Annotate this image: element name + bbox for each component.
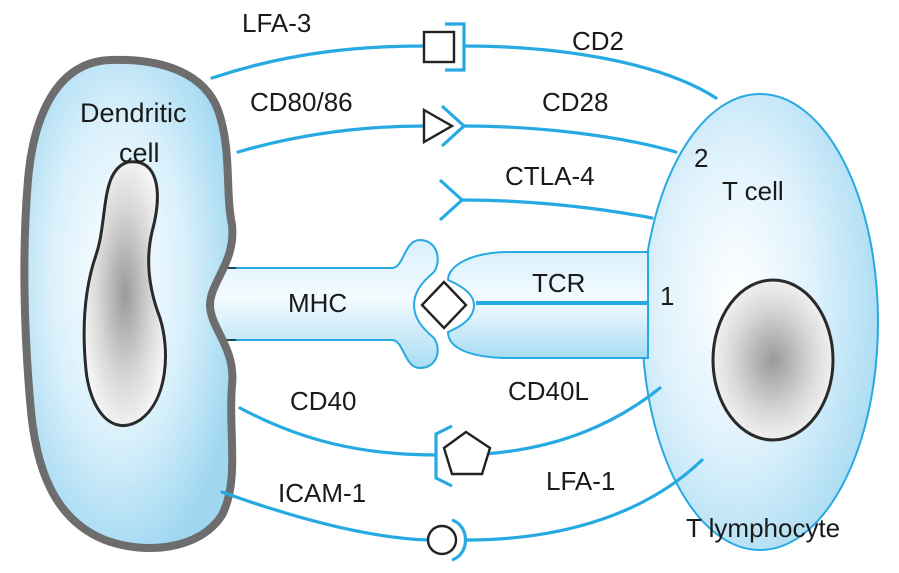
icam1-connector <box>220 490 430 542</box>
antigen-diamond <box>420 280 468 330</box>
t-lymphocyte-label: T lymphocyte <box>686 513 840 543</box>
cd80-86-connector <box>236 124 426 154</box>
cd40-connector <box>238 406 438 457</box>
cd40l-connector <box>464 386 662 457</box>
cd40l-label: CD40L <box>508 376 589 406</box>
icam1-label: ICAM-1 <box>278 478 366 508</box>
cd28-label: CD28 <box>542 87 608 117</box>
mhc-stalk <box>191 238 439 370</box>
signal-1-label: 1 <box>660 281 674 311</box>
ctla4-label: CTLA-4 <box>505 161 595 191</box>
lfa3-square-ligand <box>422 30 456 64</box>
cd2-connector <box>462 44 718 100</box>
cd2-bracket-receptor <box>445 22 466 72</box>
cd40l-bracket-receptor <box>434 424 453 488</box>
lfa1-arc-receptor <box>451 518 467 562</box>
cd40-pentagon-ligand <box>442 430 492 476</box>
signal-2-label: 2 <box>694 143 708 173</box>
cd80-86-triangle-ligand <box>422 107 455 145</box>
cd28-chevron-receptor <box>440 104 467 148</box>
dendritic-cell-nucleus <box>82 160 167 427</box>
cd28-connector <box>462 124 678 154</box>
lfa3-label: LFA-3 <box>242 8 311 38</box>
mhc-label: MHC <box>288 288 347 318</box>
dendritic-cell-label-line1: Dendritic <box>80 98 187 128</box>
ctla4-chevron-receptor <box>438 178 465 222</box>
icam1-circle-ligand <box>426 524 458 556</box>
lfa3-connector <box>210 44 426 80</box>
ctla4-connector <box>460 198 654 220</box>
dendritic-cell-label-line2: cell <box>119 138 160 168</box>
cd80-86-label: CD80/86 <box>250 87 353 117</box>
lfa1-label: LFA-1 <box>546 466 615 496</box>
cd2-label: CD2 <box>572 26 624 56</box>
tcr-label: TCR <box>532 268 585 298</box>
t-cell-label: T cell <box>722 176 784 206</box>
lfa1-connector <box>464 458 704 542</box>
t-cell-nucleus <box>711 278 835 442</box>
cd40-label: CD40 <box>290 386 356 416</box>
